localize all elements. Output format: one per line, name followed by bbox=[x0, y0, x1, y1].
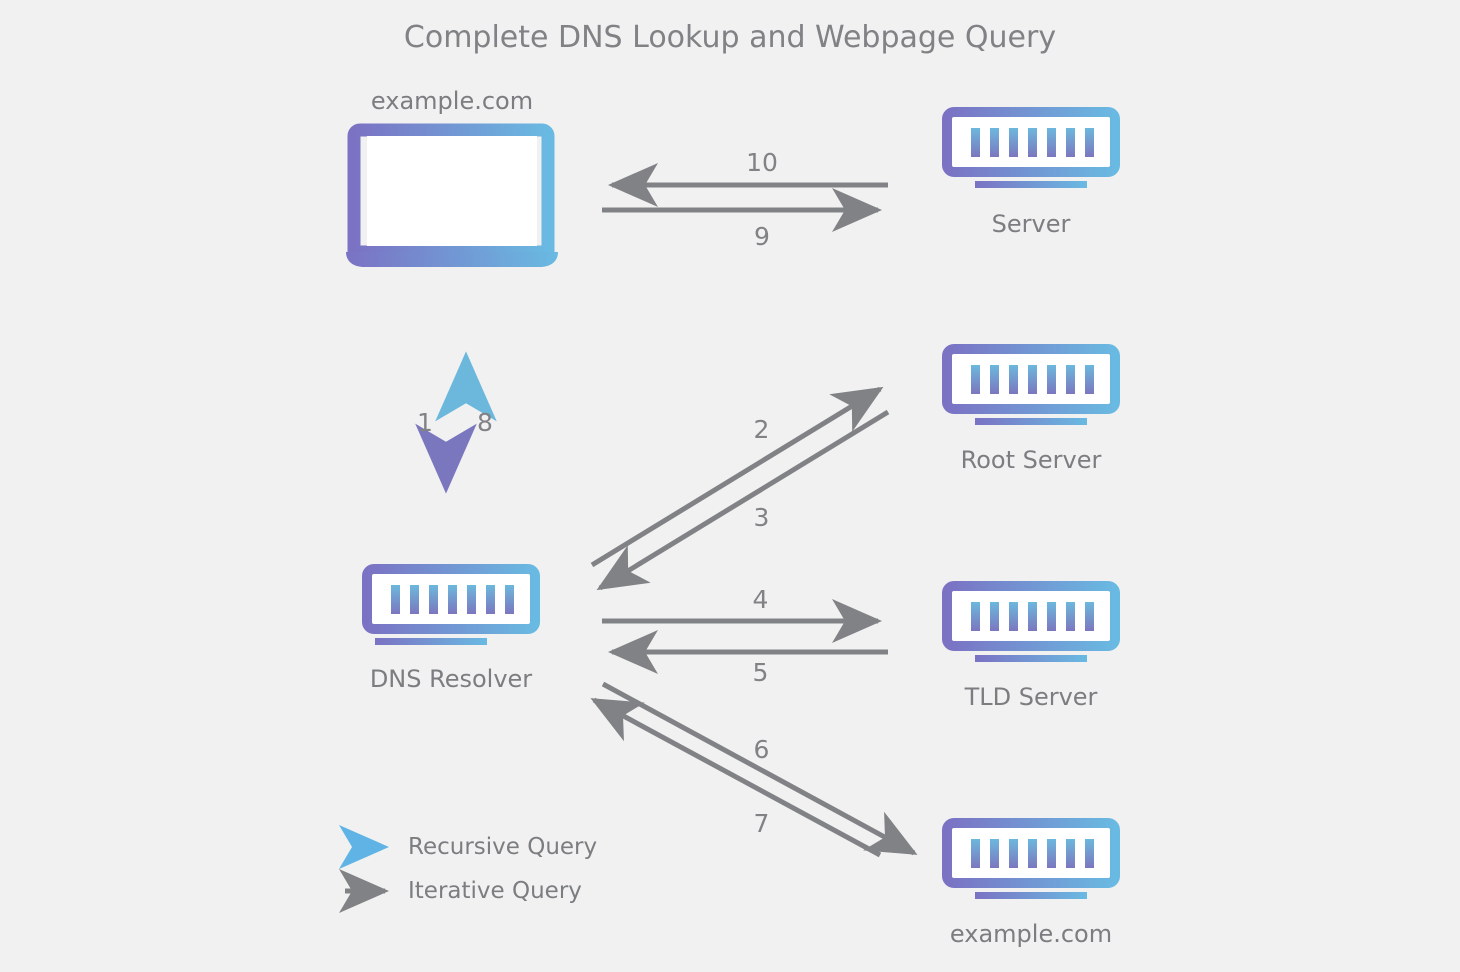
step-number-4: 4 bbox=[752, 585, 769, 614]
step-number-3: 3 bbox=[753, 503, 770, 532]
arrow-step-2 bbox=[590, 386, 884, 568]
arrow-step-6 bbox=[590, 697, 882, 858]
node-label-web-server: Server bbox=[991, 210, 1071, 238]
step-number-7: 7 bbox=[753, 809, 770, 838]
legend-label-iterative: Iterative Query bbox=[408, 878, 582, 904]
legend-label-recursive: Recursive Query bbox=[408, 834, 598, 860]
arrow-step-3 bbox=[596, 409, 890, 591]
step-number-1: 1 bbox=[417, 408, 433, 437]
node-label-tld-server: TLD Server bbox=[964, 683, 1098, 711]
step-number-8: 8 bbox=[477, 408, 493, 437]
node-label-client: example.com bbox=[370, 87, 534, 115]
node-label-root-server: Root Server bbox=[960, 446, 1102, 474]
step-number-10: 10 bbox=[746, 148, 778, 177]
arrow-step-7 bbox=[601, 681, 918, 856]
step-number-2: 2 bbox=[753, 415, 770, 444]
server-icon-resolver bbox=[362, 564, 540, 645]
server-icon-tld bbox=[942, 581, 1120, 662]
step-number-6: 6 bbox=[753, 735, 770, 764]
node-label-resolver: DNS Resolver bbox=[369, 665, 533, 693]
server-icon-web bbox=[942, 107, 1120, 188]
node-label-authoritative-server: example.com bbox=[949, 920, 1113, 948]
step-number-5: 5 bbox=[752, 658, 769, 687]
server-icon-authoritative bbox=[942, 818, 1120, 899]
step-number-9: 9 bbox=[754, 222, 770, 251]
laptop-icon bbox=[346, 123, 558, 267]
page-title: Complete DNS Lookup and Webpage Query bbox=[403, 20, 1057, 55]
server-icon-root bbox=[942, 344, 1120, 425]
